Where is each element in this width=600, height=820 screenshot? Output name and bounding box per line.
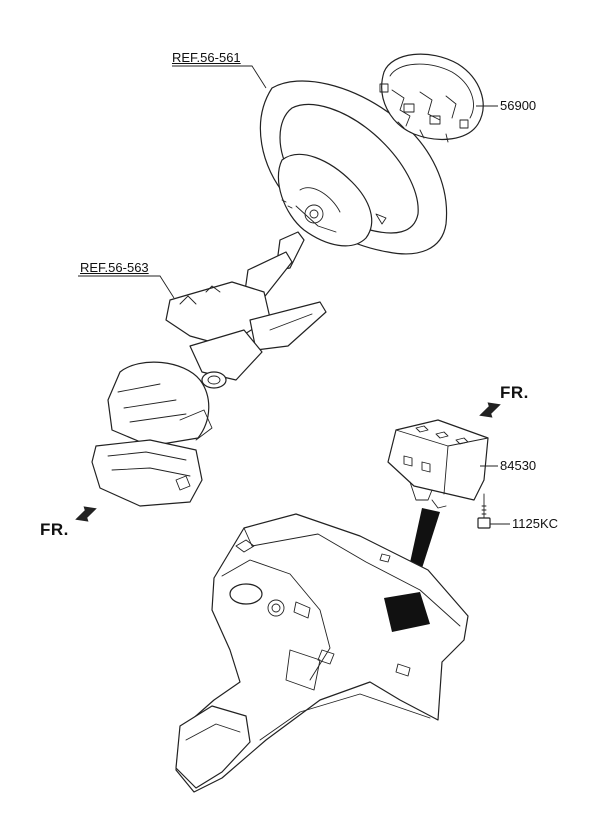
leader-lines [78,65,510,525]
driver-airbag-module [379,53,484,143]
front-arrow-lower [75,506,97,522]
bolt-part-number: 1125KC [512,516,559,531]
steering-wheel-ref-label: REF.56-561 [172,50,241,65]
front-direction-label-upper: FR. [500,383,529,402]
front-direction-label-lower: FR. [40,520,69,539]
instrument-panel [175,513,469,793]
bolt [477,493,491,529]
passenger-airbag-part-number: 84530 [500,458,537,473]
passenger-airbag-module [387,419,489,509]
driver-airbag-part-number: 56900 [500,98,537,113]
front-arrow-upper [479,402,501,418]
steering-column [91,231,327,507]
steering-column-ref-label: REF.56-563 [80,260,149,275]
